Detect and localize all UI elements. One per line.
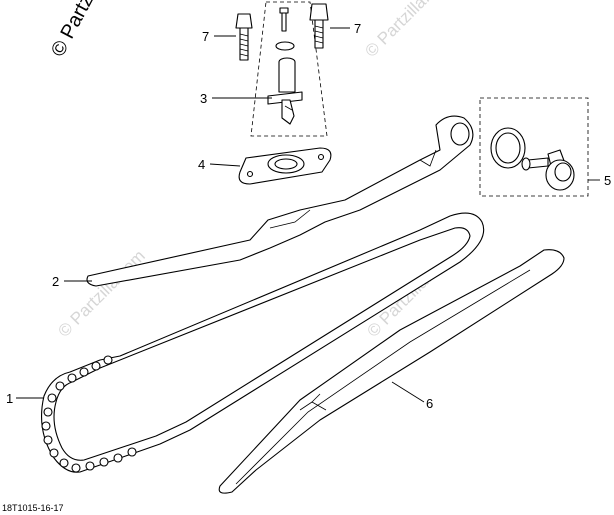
plug-o-ring	[490, 127, 526, 169]
faint-watermark-2: © Partzilla.com	[54, 246, 148, 340]
tensioner-body	[267, 57, 303, 125]
callout-4: 4	[198, 157, 205, 172]
faint-watermark-1: © Partzilla.com	[361, 0, 455, 61]
cam-chain	[41, 212, 485, 473]
diagram-code: 18T1015-16-17	[2, 503, 64, 513]
leader-lines	[16, 27, 600, 403]
callout-1: 1	[6, 391, 13, 406]
tensioner-small-bolt	[279, 7, 289, 32]
copyright-watermark: © Partzilla.com	[47, 0, 130, 60]
tensioner-group-outline	[250, 1, 328, 137]
lower-chain-guide	[218, 249, 565, 494]
callout-2: 2	[52, 274, 59, 289]
callout-7-right: 7	[354, 21, 361, 36]
bolt-left	[235, 13, 253, 61]
callout-6: 6	[426, 396, 433, 411]
callout-7-left: 7	[202, 29, 209, 44]
callout-5: 5	[604, 173, 611, 188]
bolt-right	[309, 3, 329, 49]
plug-bolt	[521, 149, 575, 191]
upper-chain-guide	[86, 115, 474, 287]
plug-group-outline	[479, 97, 589, 197]
tensioner-gasket	[238, 147, 332, 185]
tensioner-washer	[275, 41, 295, 51]
callout-3: 3	[200, 91, 207, 106]
